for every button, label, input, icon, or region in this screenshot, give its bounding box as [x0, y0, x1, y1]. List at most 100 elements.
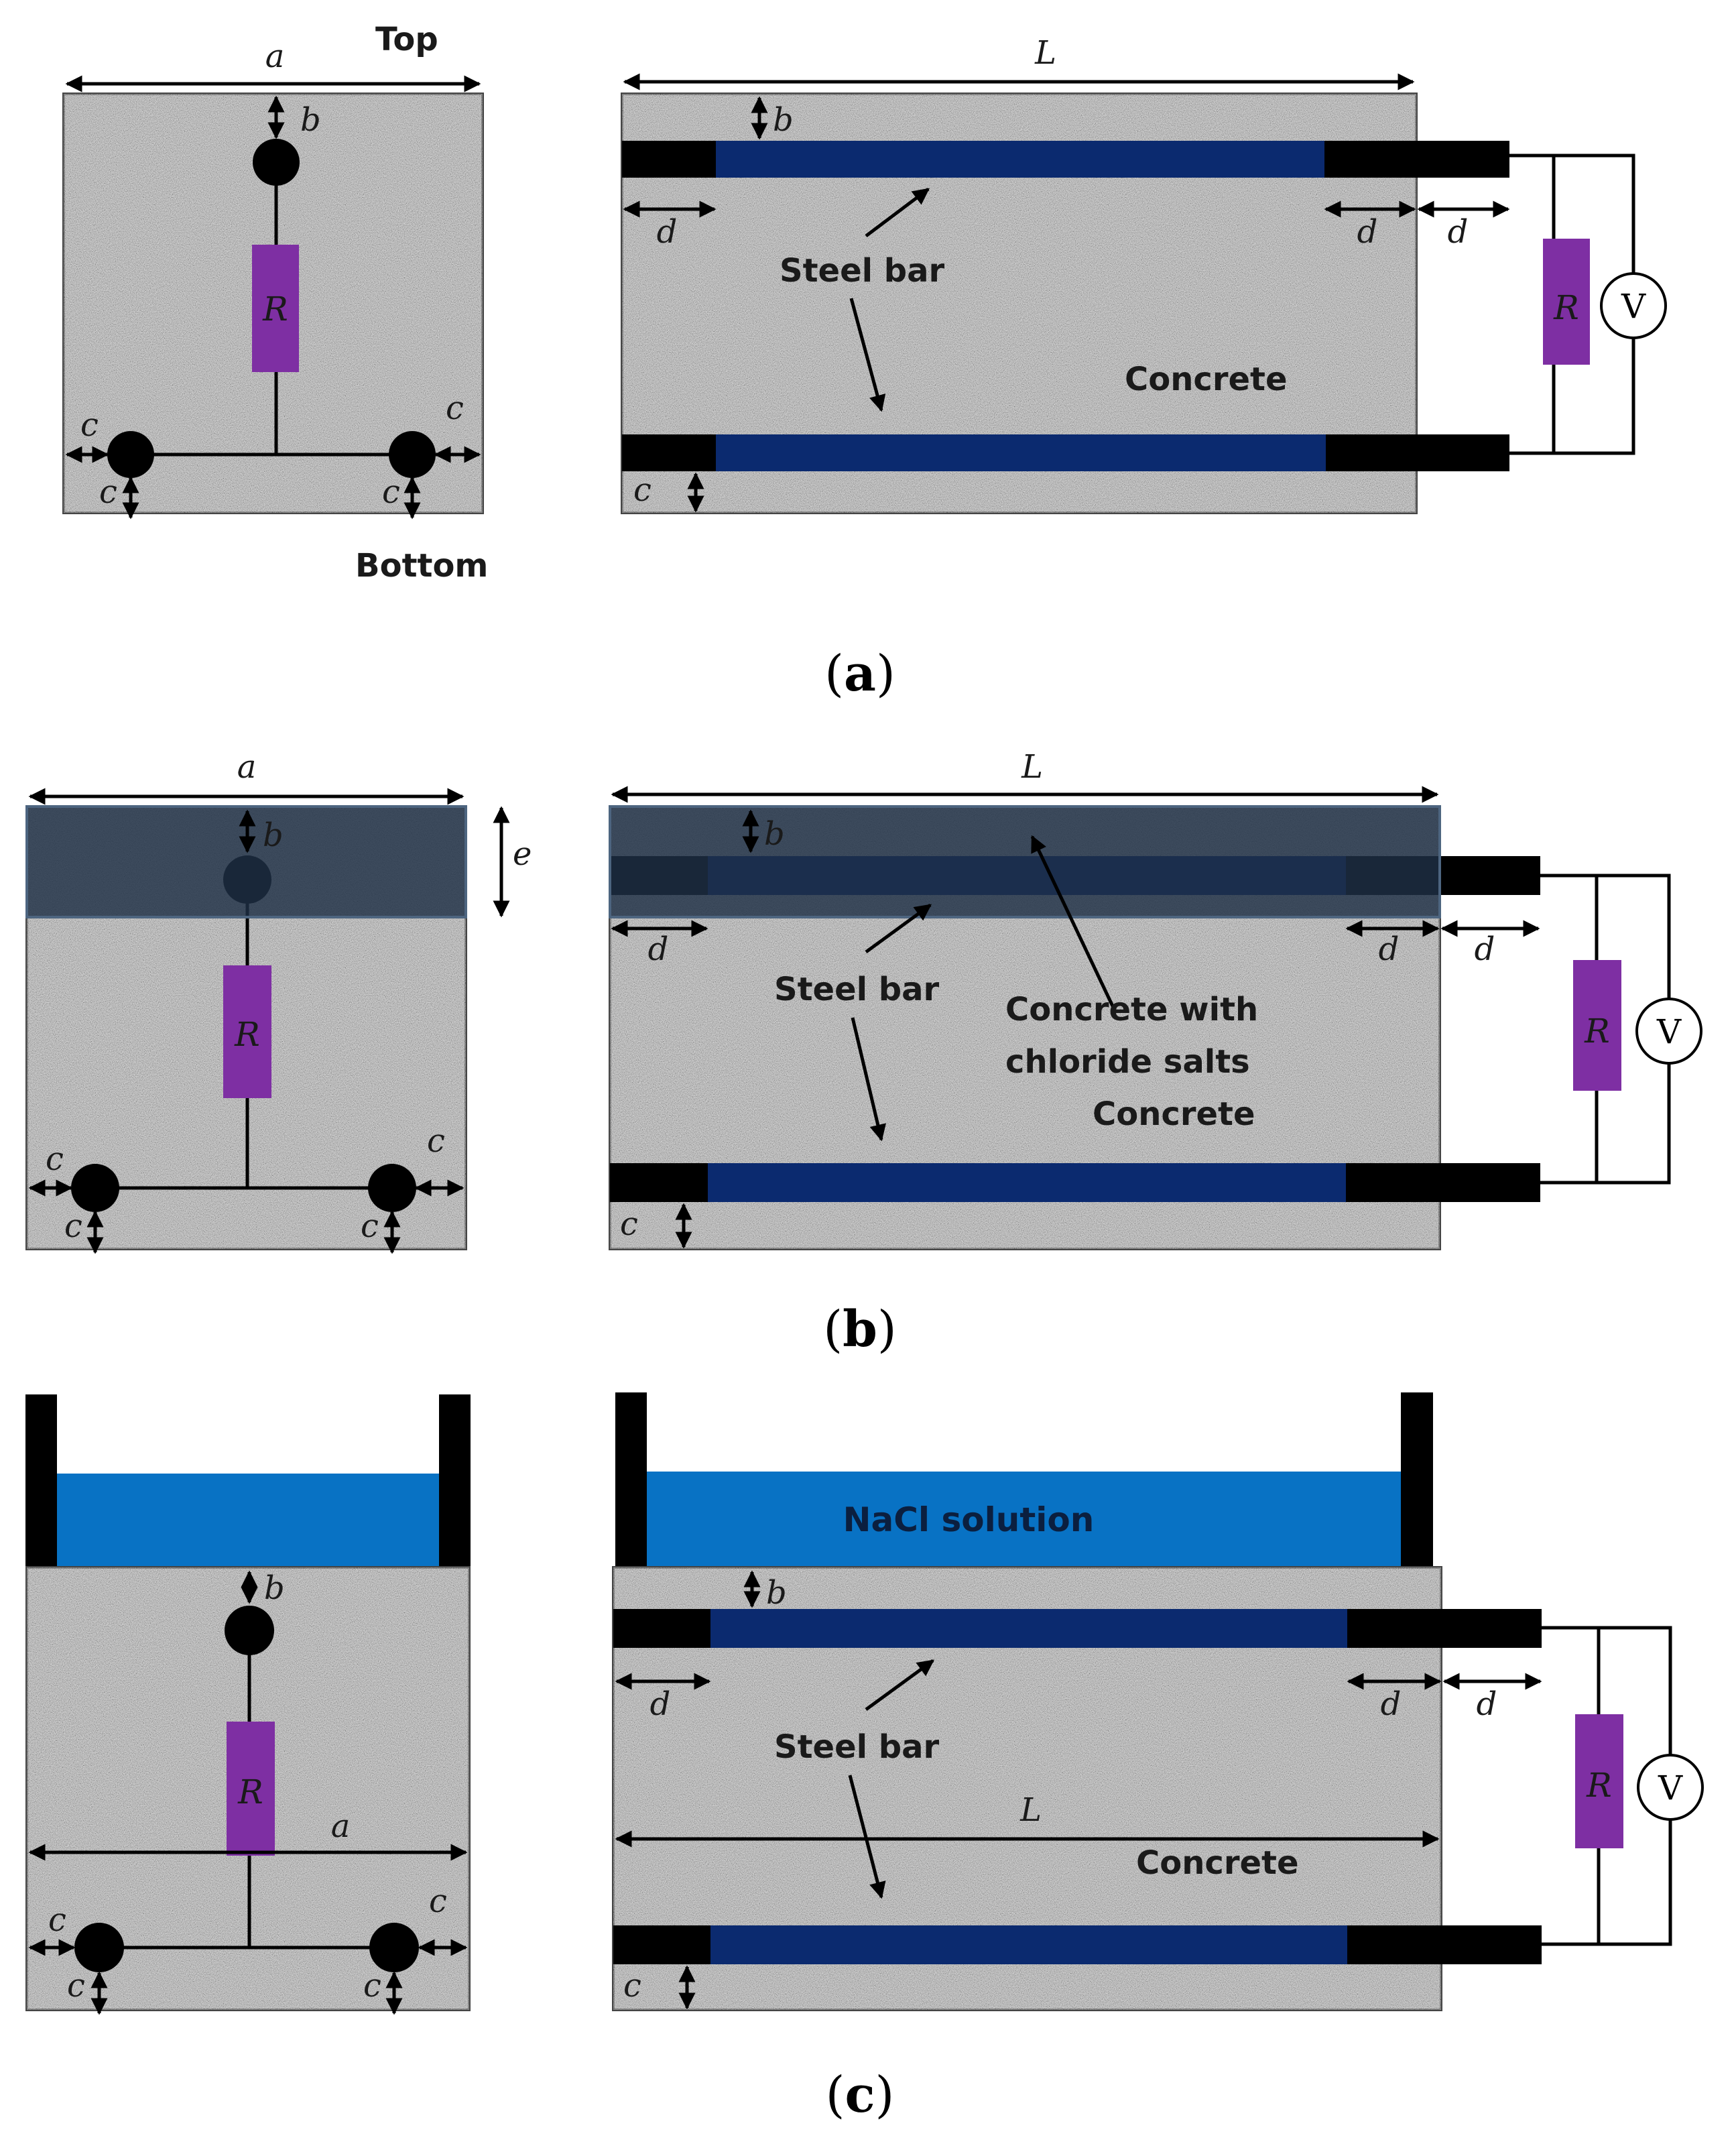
steel-bar: [708, 1163, 1346, 1202]
nacl-solution: [57, 1474, 439, 1567]
resistor: [1573, 960, 1621, 1091]
cross-section-b: R a b e c c c c: [25, 748, 532, 1254]
panel-c: R a b c c c c NaCl solution: [25, 1392, 1704, 2124]
longitudinal-section-c: NaCl solution b d d d L c Steel bar Conc: [612, 1392, 1542, 2011]
dim-L-label: L: [1019, 1791, 1042, 1829]
dim-d-label: d: [650, 1685, 671, 1723]
leader-arrow: [865, 1659, 935, 1712]
leader-arrow: [1030, 835, 1116, 1010]
cross-section-c: R a b c c c c: [25, 1394, 471, 2015]
resistor: [223, 965, 271, 1098]
caption-b: (b): [823, 1301, 897, 1358]
caption-close: ): [876, 645, 895, 703]
dim-d-label: d: [1448, 213, 1469, 251]
steel-bar-end: [1326, 434, 1509, 471]
caption-close: ): [875, 2066, 895, 2124]
resistor: [252, 245, 299, 372]
steel-bar-bottom-left: [71, 1164, 119, 1212]
dim-c-label: c: [363, 1967, 381, 2005]
caption-open: (: [824, 645, 844, 703]
concrete-label: Concrete: [1093, 1095, 1255, 1133]
dim-c-label: c: [620, 1205, 638, 1243]
voltmeter: [1637, 1754, 1704, 1821]
dim-c-label: c: [80, 406, 99, 444]
steel-bar: [716, 434, 1326, 471]
circuit-a: R V: [1509, 154, 1667, 455]
steel-bar-label: Steel bar: [780, 252, 945, 290]
dim-b-label: b: [766, 1574, 787, 1612]
resistor-label: R: [262, 290, 288, 328]
steel-bar-end: [610, 1163, 708, 1202]
nacl-solution: [647, 1472, 1401, 1567]
dim-d-label: d: [1357, 213, 1378, 251]
steel-bar-end: [1347, 1609, 1542, 1648]
resistor-label: R: [237, 1773, 263, 1811]
steel-bar-bottom-right: [368, 1164, 416, 1212]
leader-arrow: [865, 903, 932, 954]
caption-open: (: [826, 2066, 845, 2124]
dim-c-label: c: [48, 1901, 66, 1939]
container-wall-right: [1401, 1392, 1433, 1567]
steel-bar: [710, 1925, 1347, 1964]
caption-open: (: [823, 1301, 843, 1358]
steel-bar-label: Steel bar: [774, 971, 940, 1008]
dim-c-label: c: [429, 1882, 447, 1920]
caption-letter: b: [843, 1301, 877, 1358]
dim-b-label: b: [300, 101, 321, 139]
container-wall-left: [25, 1394, 57, 1567]
cross-section-a: R a b c c c c Top Bottom: [62, 21, 488, 585]
voltmeter: [1600, 272, 1667, 339]
dim-c-label: c: [64, 1207, 82, 1245]
steel-bar-label: Steel bar: [774, 1728, 940, 1766]
steel-bar-end: [622, 141, 716, 178]
dim-c-label: c: [99, 473, 117, 511]
caption-letter: c: [845, 2066, 875, 2124]
steel-bar: [710, 1609, 1347, 1648]
concrete-label: Concrete: [1136, 1844, 1299, 1882]
steel-bar-end: [613, 1925, 710, 1964]
chloride-label-line2: chloride salts: [1005, 1043, 1250, 1081]
dim-b-label: b: [773, 101, 794, 139]
resistor-label: R: [1553, 288, 1579, 327]
steel-bar-end: [613, 1609, 710, 1648]
nacl-solution-label: NaCl solution: [843, 1500, 1095, 1539]
dim-b-label: b: [264, 1569, 285, 1607]
dim-c-label: c: [623, 1967, 641, 2005]
dim-c-label: c: [633, 471, 652, 509]
dim-c-label: c: [361, 1207, 379, 1245]
steel-bar-end: [1347, 1925, 1542, 1964]
dim-d-label: d: [1475, 931, 1495, 968]
container-wall-right: [439, 1394, 471, 1567]
caption-c: (c): [826, 2066, 895, 2124]
resistor: [1575, 1714, 1623, 1848]
caption-close: ): [877, 1301, 897, 1358]
dim-a-label: a: [331, 1807, 351, 1845]
leader-arrow: [849, 298, 886, 412]
concrete-label: Concrete: [1125, 361, 1288, 398]
steel-bar-bottom-left: [107, 431, 154, 478]
container-wall-left: [615, 1392, 647, 1567]
voltmeter-label: V: [1621, 287, 1646, 326]
circuit-c: R V: [1542, 1626, 1704, 1946]
leader-arrow: [848, 1775, 886, 1899]
steel-bar-end: [1346, 1163, 1540, 1202]
dim-d-label: d: [1381, 1685, 1402, 1723]
dim-d-label: d: [657, 213, 678, 251]
caption-a: (a): [824, 645, 895, 703]
resistor-label: R: [1584, 1012, 1610, 1051]
dim-L-label: L: [1034, 34, 1056, 72]
resistor: [1543, 239, 1590, 365]
voltmeter-label: V: [1656, 1012, 1682, 1051]
dim-a-label: a: [265, 38, 285, 75]
voltmeter: [1635, 998, 1702, 1065]
caption-letter: a: [844, 645, 876, 703]
panel-a: R a b c c c c Top Bottom: [62, 21, 1667, 703]
dim-c-label: c: [427, 1122, 445, 1160]
dim-c-label: c: [382, 473, 400, 511]
panel-b: R a b e c c c c: [25, 748, 1702, 1358]
steel-bar: [716, 141, 1324, 178]
resistor-label: R: [234, 1015, 260, 1054]
dim-c-label: c: [446, 390, 464, 427]
resistor: [227, 1722, 275, 1856]
resistor-label: R: [1586, 1766, 1612, 1805]
